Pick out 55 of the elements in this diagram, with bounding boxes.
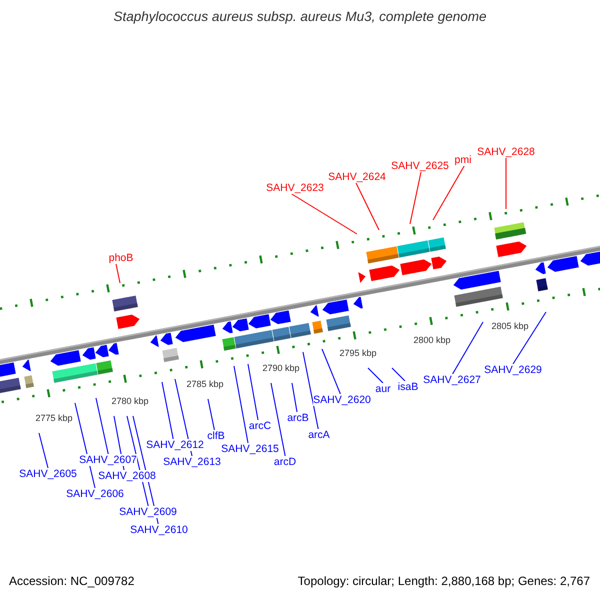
- gene-label: arcC: [248, 420, 272, 432]
- leader-line: [270, 382, 286, 456]
- gene-label: SAHV_2629: [484, 364, 542, 376]
- scale-label: 2775 kbp: [35, 413, 73, 423]
- gene-label: aur: [375, 383, 391, 395]
- gene-label: SAHV_2628: [477, 146, 535, 158]
- leader-line: [432, 166, 465, 220]
- leader-line: [74, 402, 96, 488]
- gene-label: isaB: [398, 381, 418, 393]
- gene-label: SAHV_2613: [163, 456, 221, 468]
- leader-line: [392, 368, 406, 382]
- scale-label: 2785 kbp: [186, 379, 224, 389]
- title: Staphylococcus aureus subsp. aureus Mu3, complete genome: [114, 9, 486, 24]
- gene-label: SAHV_2608: [98, 470, 156, 482]
- gene-label: arcA: [308, 429, 330, 441]
- scale-label: 2805 kbp: [491, 321, 529, 331]
- gene-label: SAHV_2624: [328, 171, 386, 183]
- footer-text: Accession: NC_009782: [9, 574, 134, 588]
- leader-line: [322, 348, 341, 394]
- leader-line: [512, 312, 546, 364]
- leader-line: [234, 366, 248, 444]
- gene-label: phoB: [108, 252, 134, 264]
- leader-line: [368, 368, 384, 384]
- gene-label: SAHV_2610: [130, 524, 188, 536]
- gene-label: SAHV_2625: [391, 160, 449, 172]
- gene-label: SAHV_2607: [79, 454, 137, 466]
- leader-line: [248, 364, 258, 420]
- leader-line: [410, 172, 422, 224]
- leader-line: [38, 432, 48, 468]
- gene-label: SAHV_2612: [146, 439, 204, 451]
- gene-label: clfB: [207, 430, 225, 442]
- scale-label: 2800 kbp: [413, 335, 451, 345]
- gene-label: pmi: [454, 154, 472, 166]
- gene-label: SAHV_2623: [266, 182, 324, 194]
- scale-label: 2790 kbp: [262, 363, 300, 373]
- leader-line: [291, 194, 358, 234]
- leader-line: [452, 322, 484, 374]
- leader-line: [208, 398, 215, 430]
- leader-line: [116, 264, 120, 284]
- leader-line: [162, 382, 174, 440]
- footer-text: Topology: circular; Length: 2,880,168 bp; Genes: 2,767: [298, 574, 590, 588]
- gene-label: SAHV_2605: [19, 468, 77, 480]
- scale-label: 2795 kbp: [339, 348, 377, 358]
- scale-label: 2780 kbp: [111, 396, 149, 406]
- leader-line: [302, 352, 319, 430]
- leader-line: [292, 382, 298, 412]
- gene-label: arcB: [287, 412, 309, 424]
- gene-label: SAHV_2627: [423, 374, 481, 386]
- leader-line: [356, 182, 380, 230]
- gene-label: arcD: [274, 456, 296, 468]
- gene-label: SAHV_2606: [66, 488, 124, 500]
- leader-line: [96, 398, 109, 454]
- gene-label: SAHV_2615: [221, 443, 279, 455]
- gene-label: SAHV_2620: [313, 394, 371, 406]
- gene-label: SAHV_2609: [119, 506, 177, 518]
